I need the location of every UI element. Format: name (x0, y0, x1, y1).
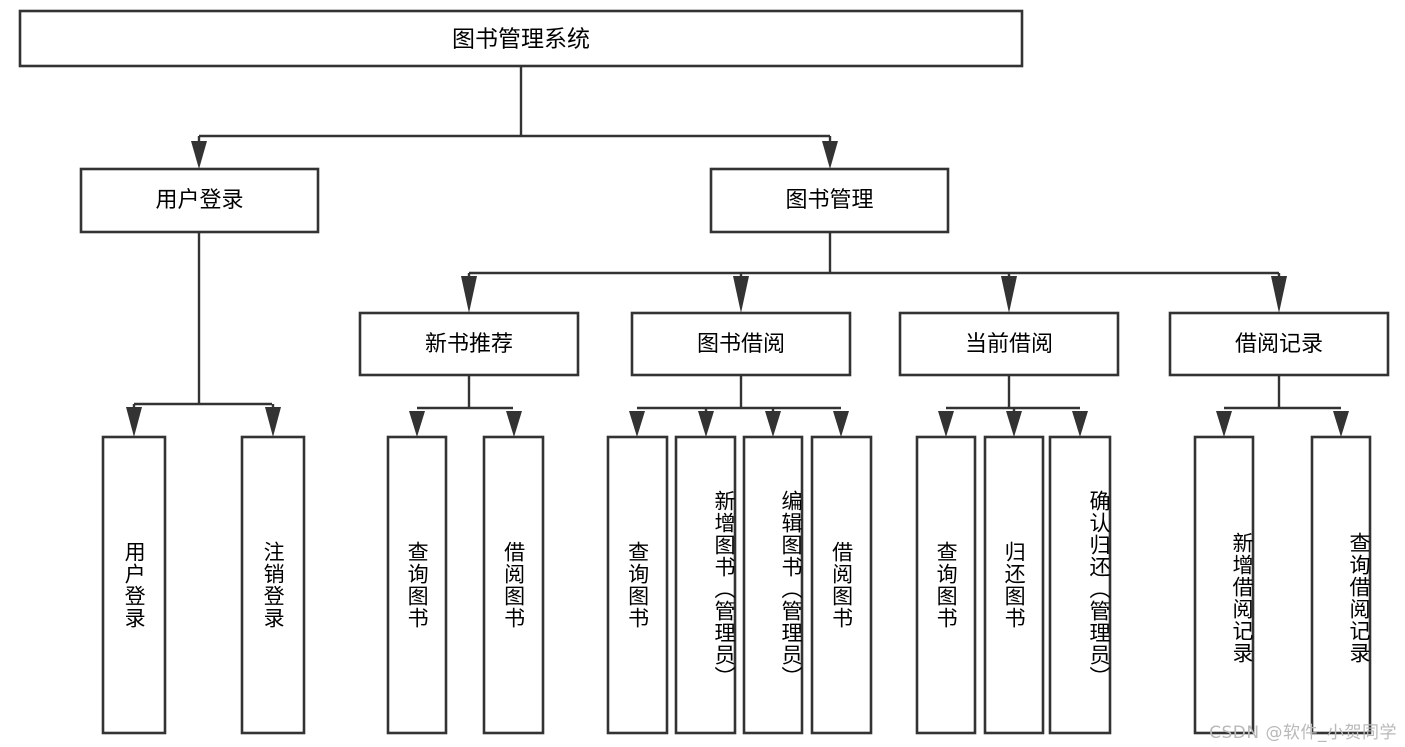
arrowhead-currentborrow-leaf-3 (1072, 411, 1088, 437)
arrowhead-to-book-borrow (733, 276, 749, 313)
arrowhead-to-current-borrow (1001, 276, 1017, 313)
node-new-book-recommend-label: 新书推荐 (425, 332, 513, 357)
connector-group-root-to-level1 (191, 66, 838, 169)
arrowhead-borrowrecord-leaf-2 (1333, 411, 1349, 437)
arrowhead-userlogin-leaf-2 (265, 407, 281, 437)
node-user-login-label: 用户登录 (155, 188, 243, 213)
arrowhead-newbook-leaf-2 (506, 411, 522, 437)
leaf-box-logout-login[interactable] (240, 435, 306, 735)
arrowhead-bookborrow-leaf-4 (833, 411, 849, 437)
node-current-borrow[interactable]: 当前借阅 (898, 311, 1120, 377)
node-borrow-record[interactable]: 借阅记录 (1168, 311, 1390, 377)
node-book-management-label: 图书管理 (785, 188, 873, 213)
arrowhead-currentborrow-leaf-2 (1006, 411, 1022, 437)
node-book-management-box[interactable] (709, 167, 950, 234)
connector-group-currentborrow-to-leaves (938, 375, 1088, 437)
leaf-box-query-book-new[interactable] (386, 435, 448, 735)
arrowhead-root-to-user-login (191, 141, 207, 169)
connector-group-bookmanage-to-level2 (461, 232, 1287, 313)
leaf-node-group (101, 435, 1372, 735)
arrowhead-userlogin-leaf-1 (126, 407, 142, 437)
node-book-management[interactable]: 图书管理 (709, 167, 950, 234)
node-root-label: 图书管理系统 (452, 27, 590, 53)
arrowhead-root-to-book-manage (822, 141, 838, 169)
node-user-login[interactable]: 用户登录 (79, 167, 320, 234)
leaf-box-add-borrow-record[interactable] (1193, 435, 1255, 735)
connector-group-userlogin-to-leaves (126, 232, 281, 437)
leaf-box-borrow-book-new[interactable] (482, 435, 545, 735)
leaf-box-confirm-return-admin[interactable] (1048, 435, 1112, 735)
leaf-box-add-book-admin[interactable] (674, 435, 737, 735)
leaf-box-edit-book-admin[interactable] (742, 435, 804, 735)
leaf-box-return-book[interactable] (983, 435, 1045, 735)
node-root-box[interactable] (18, 9, 1024, 68)
arrowhead-to-new-book (461, 276, 477, 313)
arrowhead-to-borrow-record (1271, 276, 1287, 313)
arrowhead-bookborrow-leaf-3 (765, 411, 781, 437)
leaf-box-query-borrow-record[interactable] (1310, 435, 1372, 735)
node-book-borrow-label: 图书借阅 (697, 332, 785, 357)
leaf-box-query-book-borrow[interactable] (606, 435, 669, 735)
arrowhead-bookborrow-leaf-2 (698, 411, 714, 437)
leaf-box-borrow-book[interactable] (810, 435, 873, 735)
arrowhead-borrowrecord-leaf-1 (1216, 411, 1232, 437)
node-book-borrow-box[interactable] (630, 311, 852, 377)
leaf-box-user-login[interactable] (101, 435, 167, 735)
node-book-borrow[interactable]: 图书借阅 (630, 311, 852, 377)
connector-group-newbook-to-leaves (409, 375, 522, 437)
node-current-borrow-box[interactable] (898, 311, 1120, 377)
arrowhead-newbook-leaf-1 (409, 411, 425, 437)
csdn-watermark: CSDN @软件_小贺同学 (1209, 723, 1397, 743)
node-user-login-box[interactable] (79, 167, 320, 234)
node-new-book-recommend-box[interactable] (358, 311, 580, 377)
node-borrow-record-label: 借阅记录 (1235, 332, 1323, 357)
connector-group-borrowrecord-to-leaves (1216, 375, 1349, 437)
node-root-book-management-system[interactable]: 图书管理系统 (18, 9, 1024, 68)
arrowhead-currentborrow-leaf-1 (938, 411, 954, 437)
node-borrow-record-box[interactable] (1168, 311, 1390, 377)
arrowhead-bookborrow-leaf-1 (629, 411, 645, 437)
node-current-borrow-label: 当前借阅 (965, 332, 1053, 357)
leaf-box-query-book-current[interactable] (915, 435, 977, 735)
connector-group-bookborrow-to-leaves (629, 375, 849, 437)
node-new-book-recommend[interactable]: 新书推荐 (358, 311, 580, 377)
